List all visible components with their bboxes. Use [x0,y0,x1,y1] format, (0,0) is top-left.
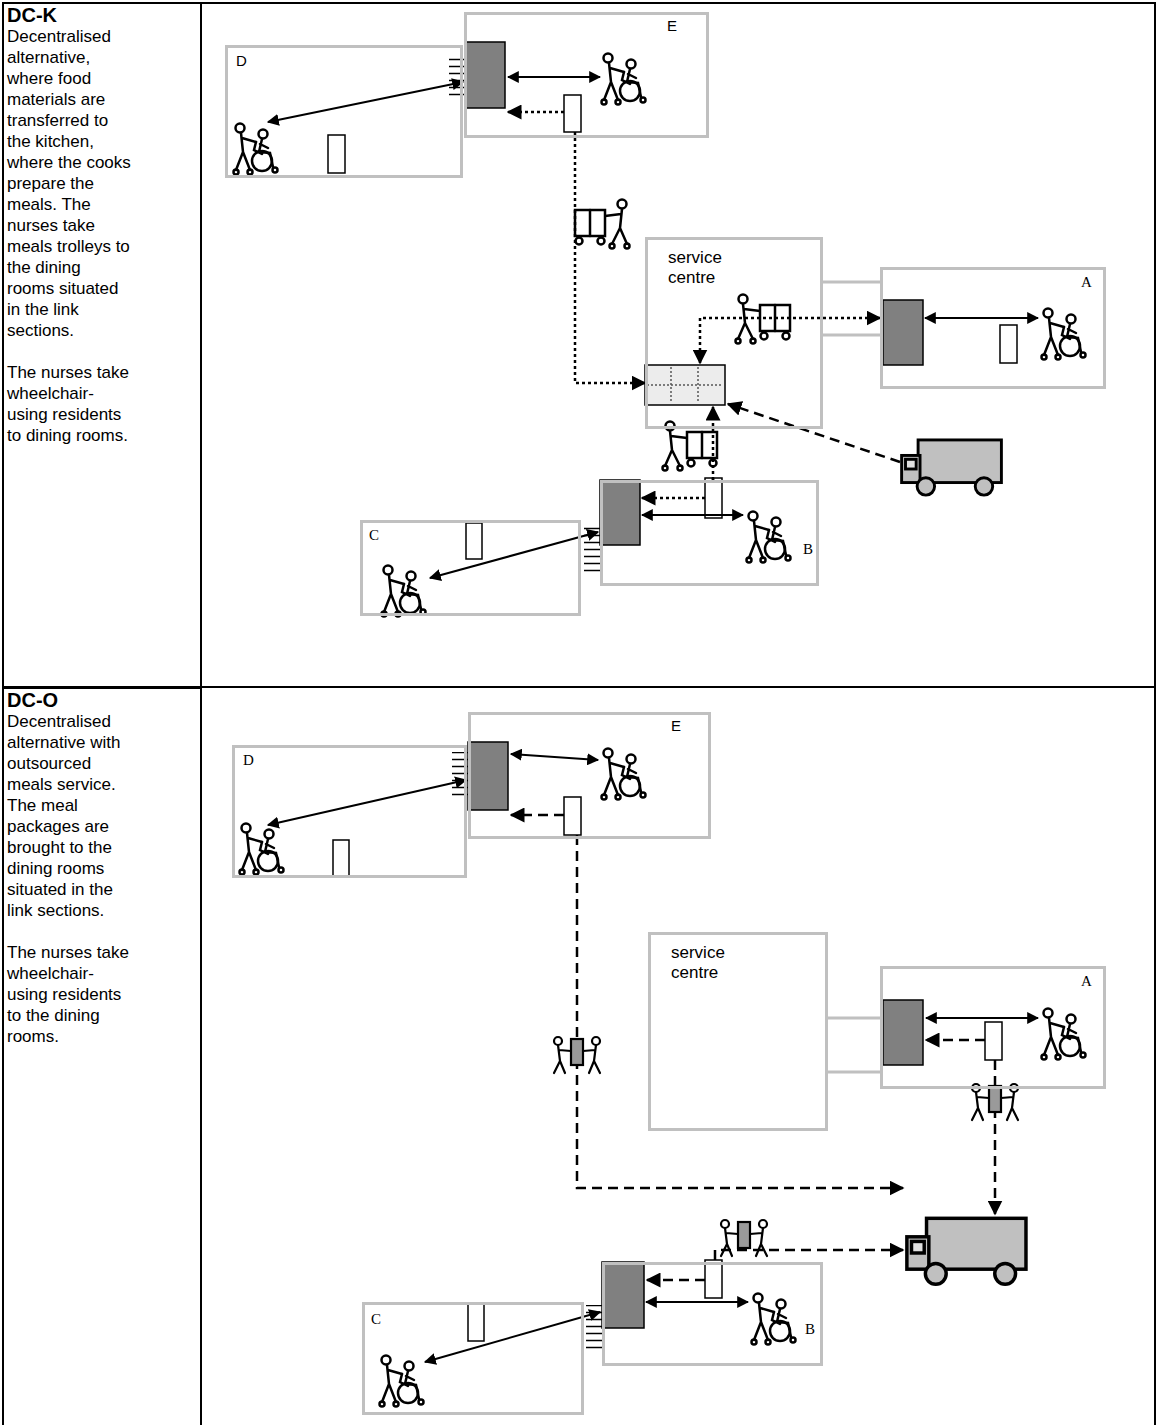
nurse-wheelchair [240,824,284,875]
wing-letter: B [803,541,813,558]
table-rule [202,2,1155,4]
kitchenette [705,1260,722,1298]
description-text: The nurses take wheelchair-using residen… [4,362,131,446]
alternative-code: DC-K [4,4,200,26]
resident-route [642,514,743,516]
building-wing: D [225,45,463,178]
link-section [827,1017,880,1020]
package-route [511,814,564,817]
package-carriers [721,1220,767,1256]
centre-label: service centre [668,248,748,288]
link-section [822,334,880,337]
package-route [926,1039,985,1042]
dining-room [465,42,505,108]
nurse-wheelchair [1042,309,1086,360]
table-rule [1154,2,1156,1425]
central-kitchen [645,365,725,405]
resident-route [925,317,1038,319]
table-cell: DC-ODecentralised alternative with outso… [2,687,202,1425]
building-wing: B [602,1262,823,1366]
nurse-wheelchair [747,512,791,563]
building-wing: D [232,745,467,878]
nurse-wheelchair [382,566,426,617]
nurse-wheelchair [234,124,278,175]
table-rule [202,686,1155,688]
trolley-route [700,318,880,363]
kitchenette [564,797,581,835]
wing-letter: C [369,527,379,544]
resident-route [508,76,600,78]
package-route [994,1060,997,1214]
building-wing: E [468,712,711,839]
dining-room [602,1262,644,1328]
wing-letter: B [805,1321,815,1338]
building-wing: A [880,267,1106,389]
building-wing: C [362,1302,584,1415]
kitchenette [564,95,581,132]
alternative-code: DC-O [4,689,200,711]
table-cell: DC-KDecentralised alternative, where foo… [2,2,202,688]
wing-letter: D [236,52,247,69]
nurse-wheelchair [602,749,646,800]
building-wing: B [600,480,819,586]
nurse-wheelchair [1042,1009,1086,1060]
resident-route [425,1312,600,1362]
service-centre: service centre [648,932,828,1131]
kitchenette [328,135,345,173]
wing-letter: A [1081,274,1092,291]
nurse-wheelchair [602,54,646,105]
nurse-wheelchair [752,1294,796,1345]
package-route [577,835,903,1188]
trolley-route [642,497,705,500]
building-wing: E [464,12,709,138]
resident-route [511,754,598,760]
delivery-route [728,404,900,462]
service-centre: service centre [645,237,823,429]
resident-route [268,82,463,122]
delivery-truck [907,1218,1026,1284]
wing-letter: E [667,17,677,34]
kitchenette [333,840,349,876]
kitchen-grid [697,367,699,403]
dining-room [883,1000,923,1065]
description-text: Decentralised alternative with outsource… [4,711,131,921]
wing-letter: C [371,1311,381,1328]
package-route [647,1279,705,1282]
dining-room [468,742,508,810]
kitchenette [468,1303,484,1341]
link-section [827,1071,880,1074]
resident-route [268,780,466,825]
resident-route [926,1017,1038,1019]
package-route [715,1250,903,1260]
building-wing: A [880,966,1106,1089]
package-carriers [972,1084,1018,1120]
nurse-trolley [575,200,630,249]
kitchenette [1000,325,1017,363]
resident-route [646,1301,748,1303]
nurse-wheelchair [380,1356,424,1407]
kitchen-grid [647,384,723,386]
description-text: The nurses take wheelchair-using residen… [4,942,131,1047]
dining-room [883,300,923,365]
trolley-route [712,407,715,480]
link-section [822,281,880,284]
wing-letter: D [243,752,254,769]
trolley-route [508,111,564,114]
resident-route [430,532,598,578]
wing-letter: A [1081,973,1092,990]
dining-room [600,480,640,545]
kitchenette [985,1022,1002,1060]
building-wing: C [360,520,581,616]
description-text: Decentralised alternative, where food ma… [4,26,131,341]
kitchenette [466,523,482,559]
centre-label: service centre [671,943,751,983]
package-carriers [554,1037,600,1073]
trolley-route [575,138,645,383]
wing-letter: E [671,717,681,734]
kitchenette [705,478,722,518]
delivery-truck [902,440,1002,495]
